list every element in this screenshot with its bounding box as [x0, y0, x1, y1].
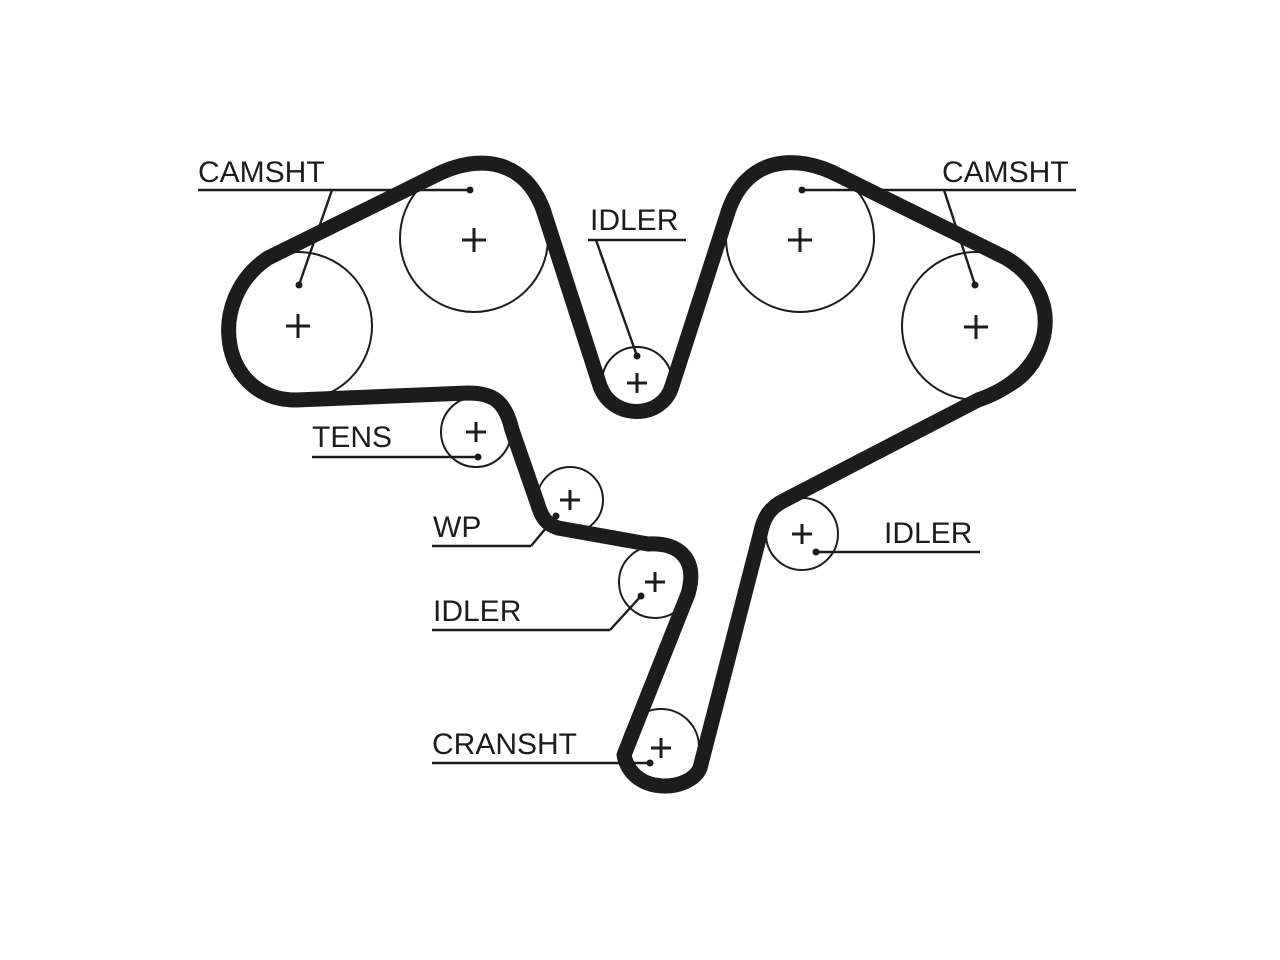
water-pump-centre-icon: [560, 490, 580, 510]
camshaft-left-leader: [198, 186, 474, 289]
label-tensioner: TENS: [312, 421, 392, 454]
crankshaft-leader: [432, 759, 654, 767]
pulleys: [223, 163, 1051, 786]
label-camshaft-right: CAMSHT: [942, 156, 1069, 189]
label-water-pump: WP: [433, 511, 481, 544]
idler-lower-leader: [432, 592, 645, 632]
labels: CAMSHT CAMSHT IDLER TENS WP IDLER IDLER …: [198, 156, 1069, 761]
camshaft-right-leader: [798, 186, 1076, 289]
idler-right-leader: [812, 548, 980, 556]
timing-belt: [221, 155, 1053, 794]
label-idler-top: IDLER: [590, 204, 678, 237]
label-crankshaft: CRANSHT: [432, 728, 577, 761]
tensioner-leader: [312, 453, 482, 461]
label-idler-lower: IDLER: [433, 595, 521, 628]
pulley-centre-marks: [286, 228, 988, 758]
tensioner-centre-icon: [466, 422, 486, 442]
label-idler-right: IDLER: [884, 517, 972, 550]
label-camshaft-left: CAMSHT: [198, 156, 325, 189]
crankshaft-centre-icon: [651, 738, 671, 758]
lower-idler-centre-icon: [645, 572, 665, 592]
left-outer-camshaft-centre-icon: [286, 314, 310, 338]
right-inner-camshaft-centre-icon: [788, 228, 812, 252]
left-inner-camshaft-centre-icon: [462, 228, 486, 252]
right-outer-camshaft-centre-icon: [964, 315, 988, 339]
top-idler-centre-icon: [627, 373, 647, 393]
right-idler-centre-icon: [792, 524, 812, 544]
leader-lines: [198, 186, 1076, 767]
idler-top-leader: [588, 238, 686, 360]
water-pump-leader: [432, 512, 560, 548]
